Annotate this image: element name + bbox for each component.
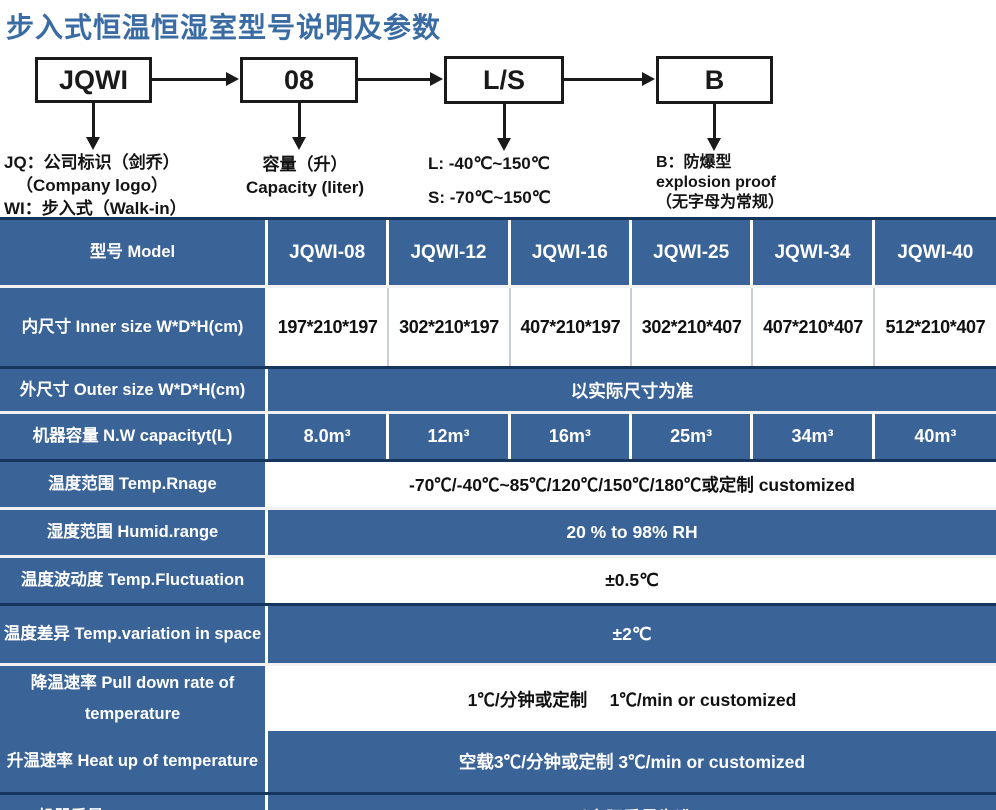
value-cell: 197*210*197 bbox=[268, 288, 390, 366]
table-row-pulldown: 降温速率 Pull down rate of temperature 1℃/分钟… bbox=[0, 663, 996, 732]
table-row-outer-size: 外尺寸 Outer size W*D*H(cm) 以实际尺寸为准 bbox=[0, 366, 996, 411]
note-explosion-code: B：防爆型 explosion proof （无字母为常规） bbox=[656, 153, 784, 213]
arrow-down-icon bbox=[497, 104, 511, 151]
row-label: 机器容量 N.W capacityt(L) bbox=[0, 414, 268, 459]
note-line: B：防爆型 bbox=[656, 154, 732, 171]
row-label: 温度波动度 Temp.Fluctuation bbox=[0, 558, 268, 603]
span-value-cell: 空载3℃/分钟或定制 3℃/min or customized bbox=[268, 731, 996, 792]
note-temp-range-code: L: -40℃~150℃ S: -70℃~150℃ bbox=[428, 152, 551, 220]
table-row-capacity: 机器容量 N.W capacityt(L) 8.0m³ 12m³ 16m³ 25… bbox=[0, 411, 996, 459]
span-value-cell: 以实际尺寸为准 bbox=[268, 369, 996, 411]
row-label: 升温速率 Heat up of temperature bbox=[0, 731, 268, 792]
value-cell: 16m³ bbox=[510, 414, 632, 459]
table-row-heatup: 升温速率 Heat up of temperature 空载3℃/分钟或定制 3… bbox=[0, 728, 996, 792]
value-cell: 40m³ bbox=[874, 414, 996, 459]
row-label: 内尺寸 Inner size W*D*H(cm) bbox=[0, 288, 268, 366]
row-label: 温度范围 Temp.Rnage bbox=[0, 462, 268, 507]
row-label: 机器重量 N.W weight(kg) bbox=[0, 795, 268, 810]
page-title: 步入式恒温恒湿室型号说明及参数 bbox=[6, 12, 442, 43]
row-label: 降温速率 Pull down rate of temperature bbox=[0, 666, 268, 732]
table-header-row: 型号 Model JQWI-08 JQWI-12 JQWI-16 JQWI-25… bbox=[0, 220, 996, 285]
value-cell: 302*210*197 bbox=[389, 288, 511, 366]
value-cell: 12m³ bbox=[389, 414, 511, 459]
span-value-cell: 以实际重量为准 bbox=[268, 795, 996, 810]
header-label: 型号 Model bbox=[0, 220, 268, 285]
note-company-code: JQ：公司标识（剑乔） （Company logo） WI：步入式（Walk-i… bbox=[4, 151, 187, 220]
span-value-cell: -70℃/-40℃~85℃/120℃/150℃/180℃或定制 customiz… bbox=[268, 462, 996, 507]
row-label: 湿度范围 Humid.range bbox=[0, 510, 268, 555]
table-row-temp-range: 温度范围 Temp.Rnage -70℃/-40℃~85℃/120℃/150℃/… bbox=[0, 459, 996, 507]
value-cell: 25m³ bbox=[632, 414, 754, 459]
arrow-down-icon bbox=[86, 103, 100, 150]
table-row-inner-size: 内尺寸 Inner size W*D*H(cm) 197*210*197 302… bbox=[0, 285, 996, 366]
note-capacity-code: 容量（升） Capacity (liter) bbox=[225, 153, 385, 199]
table-row-humidity: 湿度范围 Humid.range 20 % to 98% RH bbox=[0, 507, 996, 555]
note-line: explosion proof bbox=[656, 174, 776, 191]
arrow-down-icon bbox=[292, 103, 306, 150]
arrow-right-icon bbox=[564, 72, 655, 86]
code-box-explosion: B bbox=[656, 56, 773, 104]
note-line: （无字母为常规） bbox=[656, 194, 785, 211]
note-line: Capacity (liter) bbox=[245, 178, 365, 197]
note-line: S: -70℃~150℃ bbox=[428, 188, 551, 207]
note-line: 容量（升） bbox=[262, 155, 348, 174]
span-value-cell: ±2℃ bbox=[268, 606, 996, 663]
arrow-right-icon bbox=[358, 72, 443, 86]
header-model: JQWI-34 bbox=[753, 220, 875, 285]
note-line: WI：步入式（Walk-in） bbox=[4, 199, 187, 218]
spec-table: 型号 Model JQWI-08 JQWI-12 JQWI-16 JQWI-25… bbox=[0, 217, 996, 810]
arrow-right-icon bbox=[152, 72, 239, 86]
value-cell: 512*210*407 bbox=[874, 288, 996, 366]
arrow-down-icon bbox=[707, 104, 721, 151]
header-model: JQWI-12 bbox=[389, 220, 511, 285]
span-value-cell: ±0.5℃ bbox=[268, 558, 996, 603]
header-model: JQWI-25 bbox=[632, 220, 754, 285]
header-model: JQWI-16 bbox=[510, 220, 632, 285]
value-cell: 302*210*407 bbox=[632, 288, 754, 366]
header-model: JQWI-40 bbox=[874, 220, 996, 285]
note-line: JQ：公司标识（剑乔） bbox=[4, 153, 180, 172]
note-line: （Company logo） bbox=[16, 176, 169, 195]
table-row-fluctuation: 温度波动度 Temp.Fluctuation ±0.5℃ bbox=[0, 555, 996, 603]
code-box-capacity: 08 bbox=[240, 57, 358, 103]
code-box-company: JQWI bbox=[35, 57, 152, 103]
value-cell: 407*210*197 bbox=[510, 288, 632, 366]
span-value-cell: 1℃/分钟或定制 1℃/min or customized bbox=[268, 666, 996, 732]
header-model: JQWI-08 bbox=[268, 220, 390, 285]
row-label: 温度差异 Temp.variation in space bbox=[0, 606, 268, 663]
value-cell: 407*210*407 bbox=[753, 288, 875, 366]
code-box-temp-range: L/S bbox=[444, 56, 564, 104]
span-value-cell: 20 % to 98% RH bbox=[268, 510, 996, 555]
table-row-variation: 温度差异 Temp.variation in space ±2℃ bbox=[0, 603, 996, 663]
row-label: 外尺寸 Outer size W*D*H(cm) bbox=[0, 369, 268, 411]
value-cell: 8.0m³ bbox=[268, 414, 390, 459]
table-row-weight: 机器重量 N.W weight(kg) 以实际重量为准 bbox=[0, 792, 996, 810]
model-code-diagram: 步入式恒温恒湿室型号说明及参数 JQWI 08 L/S B JQ：公司标识（剑乔… bbox=[0, 0, 996, 218]
value-cell: 34m³ bbox=[753, 414, 875, 459]
note-line: L: -40℃~150℃ bbox=[428, 154, 550, 173]
